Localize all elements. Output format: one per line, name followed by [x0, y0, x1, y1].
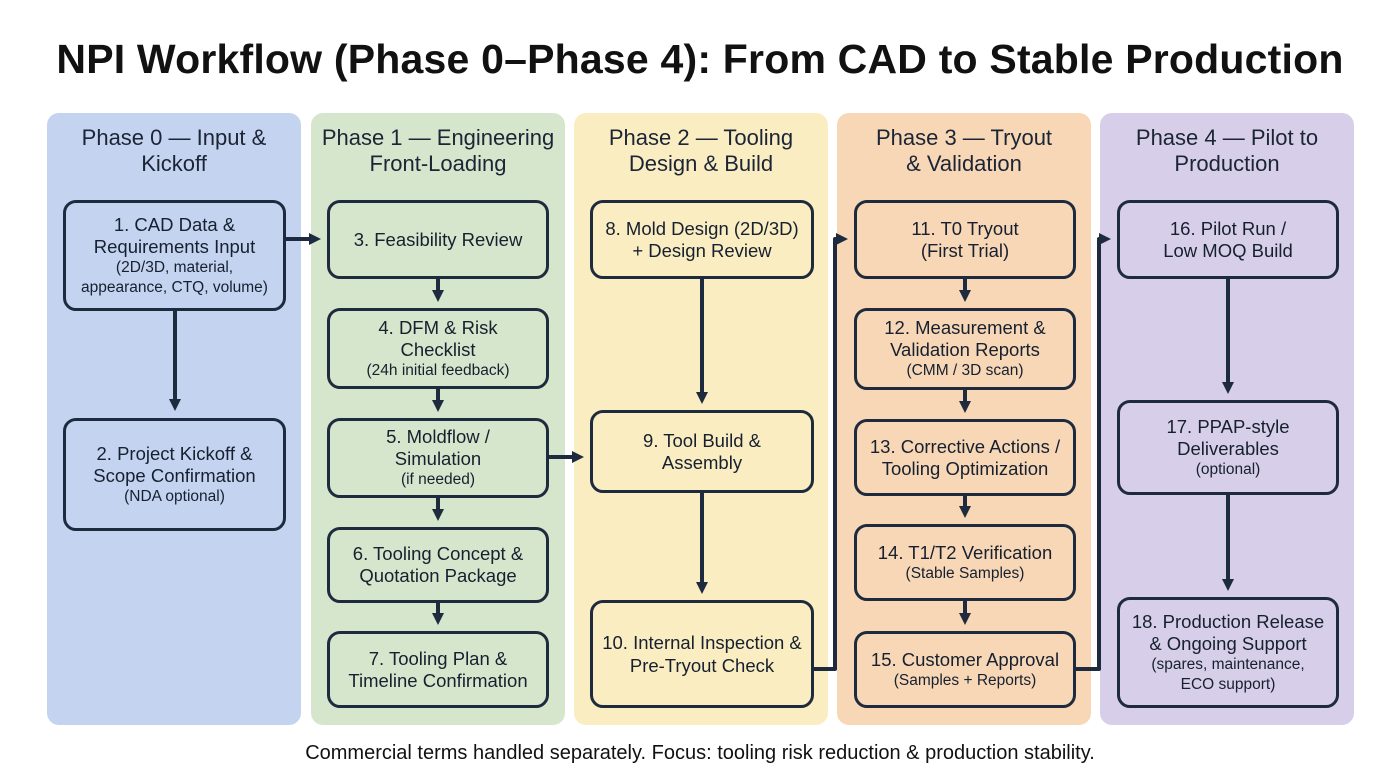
step-10-label: 10. Internal Inspection & Pre-Tryout Che…	[602, 632, 802, 676]
step-12-detail: (CMM / 3D scan)	[906, 362, 1024, 379]
step-1-label: 1. CAD Data & Requirements Input	[93, 213, 256, 257]
step-13-label: 13. Corrective Actions / Tooling Optimiz…	[869, 435, 1061, 479]
step-8-node: 8. Mold Design (2D/3D) + Design Review	[590, 200, 814, 279]
step-12-node: 12. Measurement & Validation Reports (CM…	[854, 308, 1076, 390]
step-14-label: 14. T1/T2 Verification	[877, 541, 1053, 563]
step-9-node: 9. Tool Build & Assembly	[590, 410, 814, 493]
step-1-detail: (2D/3D, material, appearance, CTQ, volum…	[81, 258, 268, 296]
step-10-node: 10. Internal Inspection & Pre-Tryout Che…	[590, 600, 814, 708]
step-2-label: 2. Project Kickoff & Scope Confirmation	[93, 442, 256, 486]
phase-4-title: Phase 4 — Pilot to Production	[1135, 125, 1319, 176]
step-1-node: 1. CAD Data & Requirements Input (2D/3D,…	[63, 200, 286, 311]
step-11-node: 11. T0 Tryout (First Trial)	[854, 200, 1076, 279]
step-15-detail: (Samples + Reports)	[893, 671, 1037, 689]
step-18-detail: (spares, maintenance, ECO support)	[1151, 655, 1305, 693]
step-6-node: 6. Tooling Concept & Quotation Package	[327, 527, 549, 603]
phase-0-title: Phase 0 — Input & Kickoff	[81, 125, 267, 176]
step-17-node: 17. PPAP-style Deliverables (optional)	[1117, 400, 1339, 495]
step-12-label: 12. Measurement & Validation Reports	[884, 317, 1046, 360]
phase-1-title: Phase 1 — Engineering Front-Loading	[321, 125, 555, 176]
footer-note: Commercial terms handled separately. Foc…	[305, 742, 1095, 764]
step-17-detail: (optional)	[1195, 460, 1261, 478]
step-16-label: 16. Pilot Run / Low MOQ Build	[1163, 217, 1293, 261]
step-11-label: 11. T0 Tryout (First Trial)	[911, 217, 1019, 261]
step-3-node: 3. Feasibility Review	[327, 200, 549, 279]
step-13-node: 13. Corrective Actions / Tooling Optimiz…	[854, 419, 1076, 496]
step-5-label: 5. Moldflow / Simulation	[386, 426, 490, 469]
step-15-node: 15. Customer Approval (Samples + Reports…	[854, 631, 1076, 708]
step-6-label: 6. Tooling Concept & Quotation Package	[352, 543, 524, 586]
diagram-title: NPI Workflow (Phase 0–Phase 4): From CAD…	[56, 36, 1344, 82]
step-18-node: 18. Production Release & Ongoing Support…	[1117, 597, 1339, 708]
step-16-node: 16. Pilot Run / Low MOQ Build	[1117, 200, 1339, 279]
step-14-detail: (Stable Samples)	[905, 564, 1025, 582]
step-3-label: 3. Feasibility Review	[353, 228, 523, 250]
step-14-node: 14. T1/T2 Verification (Stable Samples)	[854, 524, 1076, 601]
step-5-node: 5. Moldflow / Simulation (if needed)	[327, 418, 549, 498]
step-7-node: 7. Tooling Plan & Timeline Confirmation	[327, 631, 549, 708]
step-8-label: 8. Mold Design (2D/3D) + Design Review	[605, 217, 799, 261]
step-15-label: 15. Customer Approval	[870, 648, 1060, 670]
phase-3-title: Phase 3 — Tryout & Validation	[875, 125, 1053, 176]
step-18-label: 18. Production Release & Ongoing Support	[1131, 610, 1325, 654]
step-9-label: 9. Tool Build & Assembly	[643, 429, 761, 473]
step-4-node: 4. DFM & Risk Checklist (24h initial fee…	[327, 308, 549, 389]
step-4-detail: (24h initial feedback)	[366, 361, 510, 379]
step-2-node: 2. Project Kickoff & Scope Confirmation …	[63, 418, 286, 531]
step-5-detail: (if needed)	[400, 471, 476, 488]
step-2-detail: (NDA optional)	[124, 487, 225, 505]
step-17-label: 17. PPAP-style Deliverables	[1166, 415, 1290, 459]
step-7-label: 7. Tooling Plan & Timeline Confirmation	[348, 647, 528, 691]
step-4-label: 4. DFM & Risk Checklist	[378, 316, 498, 360]
phase-2-title: Phase 2 — Tooling Design & Build	[608, 125, 794, 176]
